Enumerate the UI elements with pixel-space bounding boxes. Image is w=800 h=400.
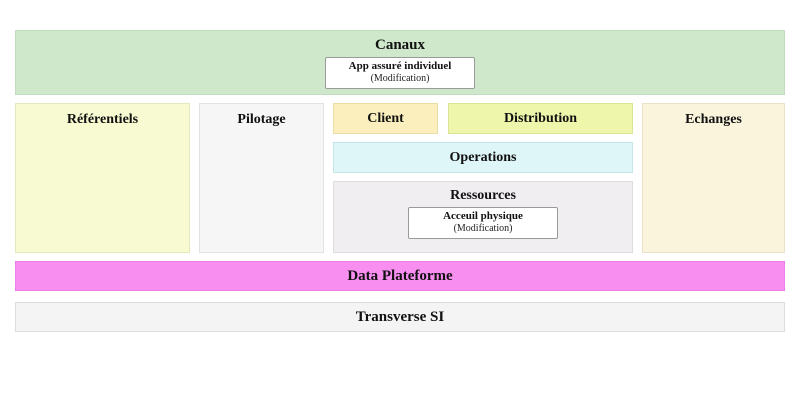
- architecture-diagram: Canaux App assuré individuel (Modificati…: [15, 30, 785, 332]
- canaux-title: Canaux: [374, 37, 426, 53]
- pilotage-title: Pilotage: [237, 112, 286, 127]
- client-box: Client: [333, 103, 438, 134]
- acceuil-physique-box: Acceuil physique (Modification): [408, 207, 558, 239]
- middle-row: Référentiels Pilotage Client Distributio…: [15, 103, 785, 253]
- distribution-title: Distribution: [503, 110, 578, 126]
- echanges-box: Echanges: [642, 103, 785, 253]
- transverse-si-title: Transverse SI: [355, 308, 445, 325]
- data-plateforme-band: Data Plateforme: [15, 261, 785, 291]
- app-assure-individuel-title: App assuré individuel: [348, 60, 452, 72]
- referentiels-box: Référentiels: [15, 103, 190, 253]
- ressources-box: Ressources Acceuil physique (Modificatio…: [333, 181, 633, 253]
- app-assure-individuel-box: App assuré individuel (Modification): [325, 57, 475, 89]
- operations-box: Operations: [333, 142, 633, 173]
- transverse-si-band: Transverse SI: [15, 302, 785, 332]
- pilotage-box: Pilotage: [199, 103, 324, 253]
- canaux-band: Canaux App assuré individuel (Modificati…: [15, 30, 785, 95]
- client-title: Client: [367, 110, 404, 126]
- data-plateforme-title: Data Plateforme: [347, 267, 453, 284]
- acceuil-physique-title: Acceuil physique: [443, 210, 523, 222]
- echanges-title: Echanges: [685, 112, 742, 127]
- ressources-title: Ressources: [450, 188, 516, 203]
- app-assure-individuel-subtitle: (Modification): [370, 73, 430, 84]
- referentiels-title: Référentiels: [66, 112, 139, 127]
- operations-title: Operations: [449, 149, 517, 165]
- center-column: Client Distribution Operations Ressource…: [333, 103, 633, 253]
- acceuil-physique-subtitle: (Modification): [453, 223, 513, 234]
- client-distribution-row: Client Distribution: [333, 103, 633, 134]
- distribution-box: Distribution: [448, 103, 633, 134]
